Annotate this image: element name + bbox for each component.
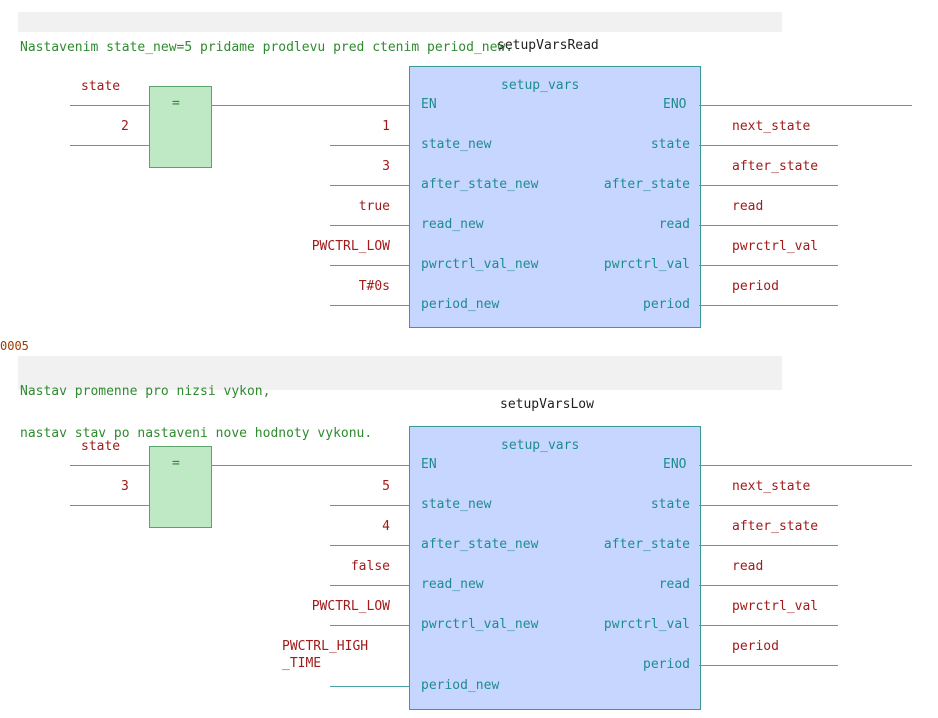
pin-pwrctrl-val: pwrctrl_val [603, 257, 690, 272]
eq-input-1[interactable]: state [81, 79, 121, 94]
network-2-comment: Nastav promenne pro nizsi vykon, nastav … [18, 356, 782, 441]
wire [330, 265, 409, 266]
pin-read: read [658, 577, 690, 592]
input-value-pwrctrl-val-new[interactable]: PWCTRL_LOW [311, 239, 390, 254]
wire [70, 105, 149, 106]
eq-symbol: = [172, 456, 180, 471]
input-value-period-new[interactable]: T#0s [358, 279, 390, 294]
pin-pwrctrl-val-new: pwrctrl_val_new [421, 617, 539, 632]
wire [699, 585, 838, 586]
output-value-next-state[interactable]: next_state [732, 479, 811, 494]
eq-input-2[interactable]: 2 [121, 119, 129, 134]
output-value-after-state[interactable]: after_state [732, 519, 819, 534]
output-value-read[interactable]: read [732, 559, 764, 574]
input-value-read-new[interactable]: false [350, 559, 390, 574]
wire [211, 465, 409, 466]
eq-comparator-block[interactable] [149, 86, 212, 168]
eq-symbol: = [172, 96, 180, 111]
comment-line: nastav stav po nastaveni nove hodnoty vy… [20, 426, 373, 441]
fb-block[interactable] [409, 426, 701, 710]
pin-state-new: state_new [421, 497, 492, 512]
fb-instance-name[interactable]: setupVarsRead [497, 38, 599, 53]
wire [330, 625, 409, 626]
wire [70, 465, 149, 466]
pin-eno: ENO [663, 97, 687, 112]
wire [330, 505, 409, 506]
wire [330, 305, 409, 306]
pin-pwrctrl-val: pwrctrl_val [603, 617, 690, 632]
output-value-period[interactable]: period [732, 639, 779, 654]
output-value-next-state[interactable]: next_state [732, 119, 811, 134]
wire [699, 665, 838, 666]
wire [699, 465, 912, 466]
input-value-after-state-new[interactable]: 4 [382, 519, 390, 534]
pin-read: read [658, 217, 690, 232]
comment-line: Nastav promenne pro nizsi vykon, [20, 384, 271, 399]
wire [699, 305, 838, 306]
network-1-comment: Nastavenim state_new=5 pridame prodlevu … [18, 12, 782, 55]
pin-after-state-new: after_state_new [421, 177, 539, 192]
output-value-after-state[interactable]: after_state [732, 159, 819, 174]
pin-pwrctrl-val-new: pwrctrl_val_new [421, 257, 539, 272]
pin-read-new: read_new [421, 217, 484, 232]
network-number[interactable]: 0005 [0, 339, 29, 353]
pin-state-new: state_new [421, 137, 492, 152]
input-value-state-new[interactable]: 5 [382, 479, 390, 494]
wire [330, 185, 409, 186]
pin-period-new: period_new [421, 297, 500, 312]
wire [330, 225, 409, 226]
input-value-after-state-new[interactable]: 3 [382, 159, 390, 174]
eq-comparator-block[interactable] [149, 446, 212, 528]
pin-state: state [650, 137, 690, 152]
input-value-read-new[interactable]: true [358, 199, 390, 214]
pin-period-new: period_new [421, 678, 500, 693]
pin-after-state: after_state [603, 537, 690, 552]
wire [699, 105, 912, 106]
wire [70, 505, 149, 506]
wire [211, 105, 409, 106]
pin-period: period [643, 297, 690, 312]
input-value-pwrctrl-val-new[interactable]: PWCTRL_LOW [311, 599, 390, 614]
input-value-state-new[interactable]: 1 [382, 119, 390, 134]
pin-en: EN [421, 457, 437, 472]
output-value-pwrctrl-val[interactable]: pwrctrl_val [732, 239, 819, 254]
output-value-pwrctrl-val[interactable]: pwrctrl_val [732, 599, 819, 614]
fb-type-name: setup_vars [501, 78, 580, 93]
input-value-period-new[interactable]: PWCTRL_HIGH _TIME [282, 639, 369, 671]
output-value-read[interactable]: read [732, 199, 764, 214]
eq-input-1[interactable]: state [81, 439, 121, 454]
eq-input-2[interactable]: 3 [121, 479, 129, 494]
wire [699, 545, 838, 546]
comment-line: Nastavenim state_new=5 pridame prodlevu … [20, 40, 514, 55]
output-value-period[interactable]: period [732, 279, 779, 294]
fb-type-name: setup_vars [501, 438, 580, 453]
fb-block[interactable] [409, 66, 701, 328]
pin-state: state [650, 497, 690, 512]
wire [699, 505, 838, 506]
wire [699, 265, 838, 266]
pin-after-state: after_state [603, 177, 690, 192]
wire [330, 686, 409, 687]
wire [699, 185, 838, 186]
wire [699, 225, 838, 226]
wire [70, 145, 149, 146]
wire [330, 545, 409, 546]
fb-instance-name[interactable]: setupVarsLow [500, 397, 594, 412]
pin-period: period [643, 657, 690, 672]
wire [699, 145, 838, 146]
wire [699, 625, 838, 626]
pin-read-new: read_new [421, 577, 484, 592]
pin-eno: ENO [663, 457, 687, 472]
wire [330, 585, 409, 586]
wire [330, 145, 409, 146]
pin-en: EN [421, 97, 437, 112]
pin-after-state-new: after_state_new [421, 537, 539, 552]
